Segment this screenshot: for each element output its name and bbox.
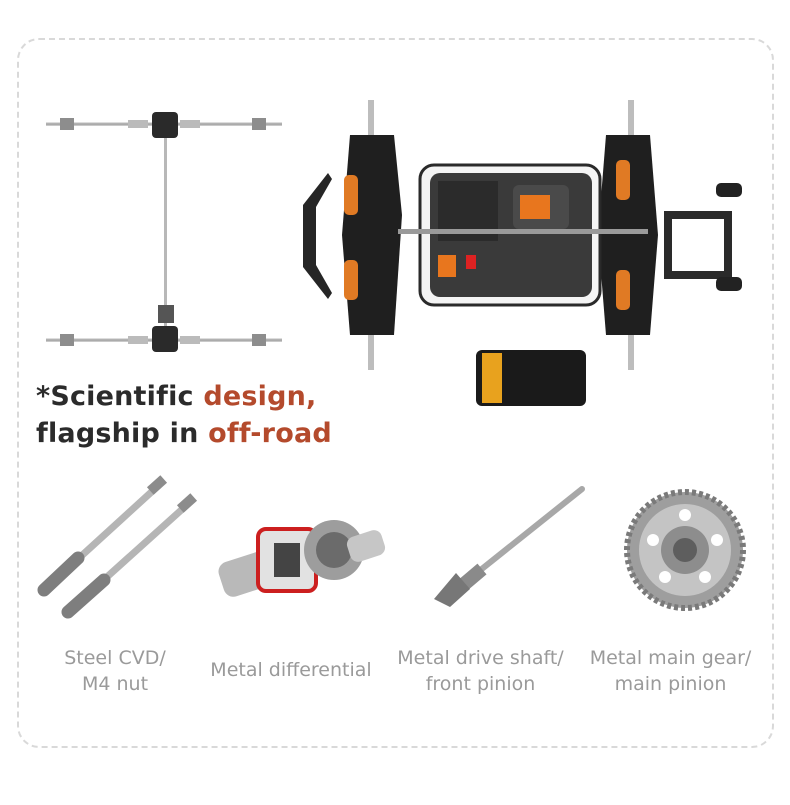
main-gear-icon <box>624 489 746 611</box>
headline-text: *Scientific <box>36 381 204 412</box>
part-caption-differential: Metal differential <box>210 659 372 681</box>
drivetrain-icon <box>46 112 282 352</box>
part-caption-cvd: Steel CVD/ M4 nut <box>64 647 166 695</box>
differential-icon <box>218 520 386 597</box>
chassis-icon <box>303 100 742 406</box>
part-caption-drive-shaft: Metal drive shaft/ front pinion <box>397 647 564 695</box>
drive-shaft-icon <box>434 486 585 607</box>
headline-accent: design, <box>203 381 317 412</box>
part-caption-main-gear: Metal main gear/ main pinion <box>589 647 752 695</box>
content-frame <box>17 38 774 748</box>
headline-text-2: flagship in <box>36 418 209 449</box>
cvd-shaft-icon <box>37 475 198 619</box>
headline-accent-2: off-road <box>208 418 332 449</box>
headline: *Scientific design, flagship in off-road <box>36 378 332 452</box>
